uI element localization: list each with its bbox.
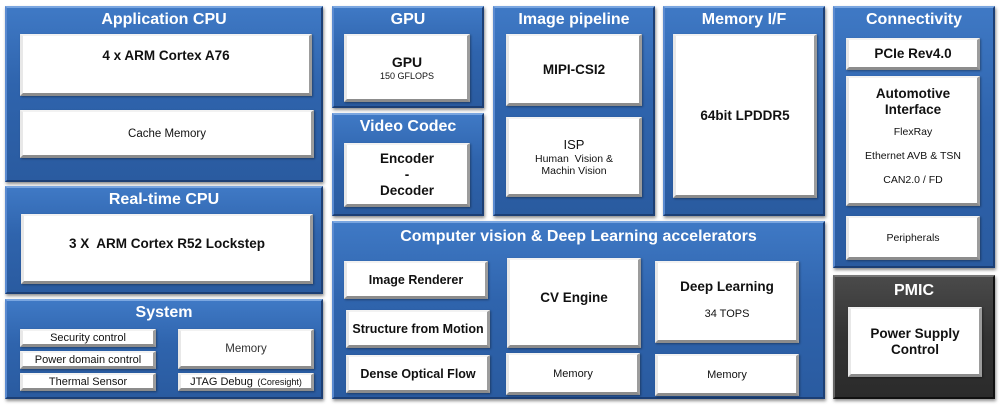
gpu-name-label: GPU — [391, 53, 423, 70]
cv-memory-block: Memory — [506, 353, 640, 395]
image-renderer-label: Image Renderer — [368, 272, 464, 287]
image-pipeline-title: Image pipeline — [518, 11, 630, 28]
jtag-debug-label: JTAG Debug — [190, 375, 253, 388]
system-title: System — [135, 304, 193, 321]
app-cpu-cores-label: 4 x ARM Cortex A76 — [102, 48, 230, 63]
ethernet-label: Ethernet AVB & TSN — [865, 150, 961, 162]
mipi-csi2-label: MIPI-CSI2 — [542, 61, 606, 77]
automotive-line2-label: Interface — [884, 102, 942, 117]
deep-learning-block: Deep Learning 34 TOPS — [655, 261, 799, 343]
system-memory-block: Memory — [178, 329, 314, 369]
isp-line2-label: Machin Vision — [541, 164, 607, 177]
realtime-cpu-cores-label: 3 X ARM Cortex R52 Lockstep — [68, 236, 266, 251]
cache-memory-label: Cache Memory — [128, 127, 206, 140]
cv-dl-panel: Computer vision & Deep Learning accelera… — [332, 221, 825, 399]
isp-block: ISP Human Vision & Machin Vision — [506, 117, 642, 197]
cv-memory-label: Memory — [553, 367, 593, 380]
dl-memory-block: Memory — [655, 354, 799, 396]
security-control-label: Security control — [50, 331, 126, 344]
security-control-block: Security control — [20, 329, 156, 347]
jtag-debug-block: JTAG Debug (Coresight) — [178, 373, 314, 391]
gpu-title: GPU — [390, 11, 426, 28]
automotive-interface-block: Automotive Interface FlexRay Ethernet AV… — [846, 76, 980, 206]
power-supply-line2-label: Control — [891, 341, 939, 357]
realtime-cpu-panel: Real-time CPU 3 X ARM Cortex R52 Lockste… — [5, 186, 323, 294]
gpu-block: GPU 150 GFLOPS — [344, 34, 470, 102]
cache-memory-block: Cache Memory — [20, 110, 314, 158]
memory-if-panel: Memory I/F 64bit LPDDR5 — [663, 6, 825, 216]
application-cpu-title: Application CPU — [101, 11, 227, 28]
cv-engine-block: CV Engine — [507, 258, 641, 348]
realtime-cpu-title: Real-time CPU — [108, 191, 220, 208]
codec-dash-label: - — [404, 166, 410, 182]
power-domain-control-label: Power domain control — [34, 353, 142, 366]
system-panel: System Security control Power domain con… — [5, 299, 323, 399]
application-cpu-panel: Application CPU 4 x ARM Cortex A76 Cache… — [5, 6, 323, 182]
dense-optical-flow-block: Dense Optical Flow — [346, 355, 490, 393]
lpddr5-block: 64bit LPDDR5 — [673, 34, 817, 198]
power-supply-line1-label: Power Supply — [870, 325, 960, 341]
video-codec-title: Video Codec — [359, 118, 457, 135]
lpddr5-label: 64bit LPDDR5 — [700, 107, 790, 123]
app-cpu-cores-block: 4 x ARM Cortex A76 — [20, 34, 312, 96]
thermal-sensor-label: Thermal Sensor — [48, 375, 128, 388]
isp-line1-label: Human Vision & — [534, 152, 613, 165]
power-domain-control-block: Power domain control — [20, 351, 156, 369]
peripherals-block: Peripherals — [846, 216, 980, 260]
thermal-sensor-block: Thermal Sensor — [20, 373, 156, 391]
pcie-label: PCIe Rev4.0 — [874, 45, 952, 61]
gpu-perf-label: 150 GFLOPS — [379, 70, 435, 81]
memory-if-title: Memory I/F — [701, 11, 787, 28]
can-label: CAN2.0 / FD — [883, 174, 943, 186]
system-memory-label: Memory — [225, 342, 267, 355]
dense-optical-flow-label: Dense Optical Flow — [360, 366, 476, 381]
cv-dl-title: Computer vision & Deep Learning accelera… — [400, 228, 757, 245]
mipi-csi2-block: MIPI-CSI2 — [506, 34, 642, 106]
peripherals-label: Peripherals — [886, 231, 940, 244]
jtag-coresight-label: (Coresight) — [257, 376, 302, 387]
video-codec-panel: Video Codec Encoder - Decoder — [332, 113, 484, 216]
pmic-title: PMIC — [894, 282, 934, 299]
image-renderer-block: Image Renderer — [344, 261, 488, 299]
encoder-label: Encoder — [379, 150, 434, 166]
connectivity-title: Connectivity — [865, 11, 962, 28]
codec-block: Encoder - Decoder — [344, 143, 470, 207]
pmic-panel: PMIC Power Supply Control — [833, 275, 995, 399]
cv-engine-label: CV Engine — [540, 290, 608, 305]
realtime-cpu-cores-block: 3 X ARM Cortex R52 Lockstep — [21, 214, 313, 284]
decoder-label: Decoder — [379, 182, 435, 198]
sfm-block: Structure from Motion — [346, 310, 490, 348]
connectivity-panel: Connectivity PCIe Rev4.0 Automotive Inte… — [833, 6, 995, 268]
flexray-label: FlexRay — [893, 126, 933, 138]
automotive-line1-label: Automotive — [875, 86, 951, 101]
isp-label: ISP — [563, 136, 585, 152]
dl-memory-label: Memory — [707, 368, 747, 381]
pcie-block: PCIe Rev4.0 — [846, 38, 980, 70]
sfm-label: Structure from Motion — [352, 321, 484, 336]
power-supply-control-block: Power Supply Control — [848, 307, 982, 377]
gpu-panel: GPU GPU 150 GFLOPS — [332, 6, 484, 108]
dl-perf-label: 34 TOPS — [704, 308, 750, 320]
image-pipeline-panel: Image pipeline MIPI-CSI2 ISP Human Visio… — [493, 6, 655, 216]
deep-learning-label: Deep Learning — [680, 279, 774, 294]
